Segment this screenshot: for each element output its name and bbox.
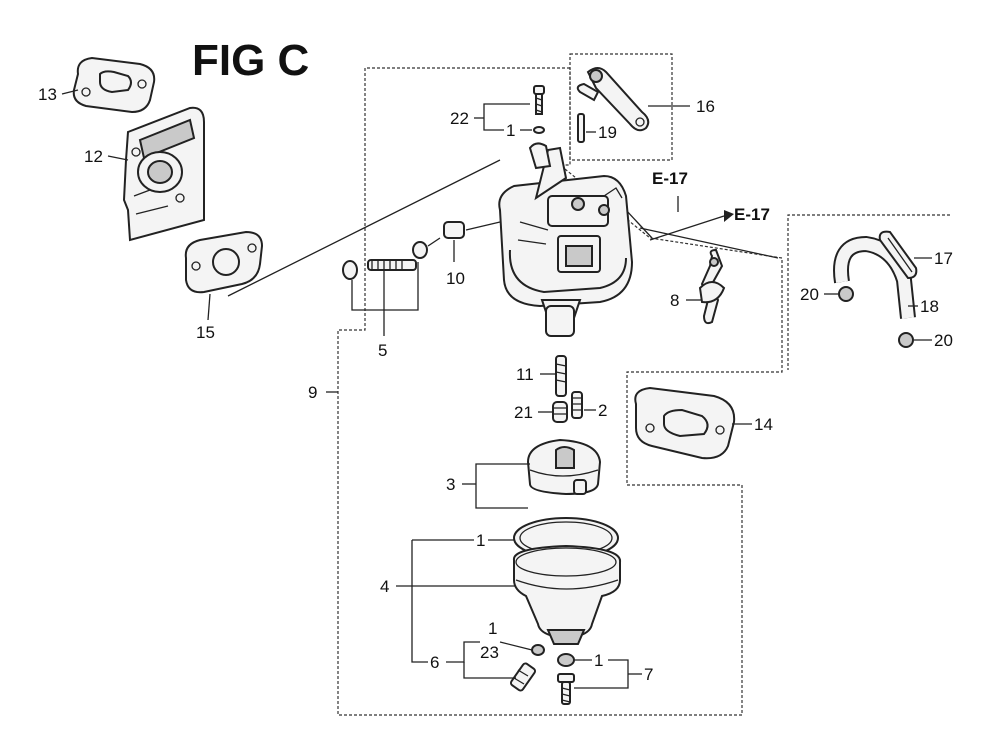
- callout-8: 8: [670, 291, 679, 310]
- callout-2: 2: [598, 401, 607, 420]
- callout-15: 15: [196, 323, 215, 342]
- callout-5: 5: [378, 341, 387, 360]
- part-14-gasket: [634, 386, 736, 460]
- reference-e17-lower: E-17: [734, 205, 770, 224]
- part-22-screw: [533, 85, 545, 134]
- callout-16: 16: [696, 97, 715, 116]
- part-8-lever: [698, 248, 726, 325]
- part-3-float: [526, 438, 602, 496]
- part-4-float-chamber: [513, 544, 621, 645]
- part-18-fuel-tube: [833, 235, 916, 319]
- figure-title: FIG C: [192, 36, 310, 85]
- callout-1-drain: 1: [488, 619, 497, 638]
- part-21-jet: [552, 401, 568, 423]
- part-17-hose-clip: [878, 230, 918, 280]
- group-boundaries: [337, 53, 950, 716]
- callout-23: 23: [480, 643, 499, 662]
- part-20-clip-lower: [898, 332, 914, 348]
- part-5-pilot-screw: [342, 237, 441, 336]
- callout-19: 19: [598, 123, 617, 142]
- callout-11: 11: [516, 365, 534, 384]
- callout-7: 7: [644, 665, 653, 684]
- callout-4: 4: [380, 577, 389, 596]
- part-10-plug: [443, 221, 501, 262]
- part-11-needle-jet: [555, 355, 567, 397]
- callout-14: 14: [754, 415, 773, 434]
- part-2-main-jet: [571, 391, 583, 419]
- part-16-lever: [576, 67, 650, 132]
- callout-18: 18: [920, 297, 939, 316]
- callout-20-lower: 20: [934, 331, 953, 350]
- callout-labels: 13 12 15 22 1 16 19 E-17 E-17 10 5 8 11 …: [38, 85, 953, 684]
- fuel-tube-group-boundary: [787, 214, 950, 370]
- callout-6: 6: [430, 653, 439, 672]
- callout-13: 13: [38, 85, 57, 104]
- part-23-drain-screw: [509, 644, 545, 692]
- part-12-insulator: [122, 106, 205, 242]
- part-15-gasket: [184, 230, 264, 294]
- callout-22: 22: [450, 109, 469, 128]
- part-7-bolt: [557, 653, 575, 705]
- leader-lines: [61, 89, 932, 689]
- callout-17: 17: [934, 249, 953, 268]
- carburetor-body: [498, 142, 634, 337]
- part-19-pin: [577, 113, 585, 143]
- part-13-gasket: [72, 56, 156, 114]
- callout-1-o-ring: 1: [476, 531, 485, 550]
- callout-10: 10: [446, 269, 465, 288]
- callout-1-bolt: 1: [594, 651, 603, 670]
- callout-21: 21: [514, 403, 533, 422]
- callout-12: 12: [84, 147, 103, 166]
- lever-group-boundary: [569, 53, 673, 161]
- callout-20-upper: 20: [800, 285, 819, 304]
- part-20-clip-upper: [838, 286, 854, 302]
- callout-9: 9: [308, 383, 317, 402]
- reference-e17-upper: E-17: [652, 169, 688, 188]
- callout-1-top: 1: [506, 121, 515, 140]
- callout-3: 3: [446, 475, 455, 494]
